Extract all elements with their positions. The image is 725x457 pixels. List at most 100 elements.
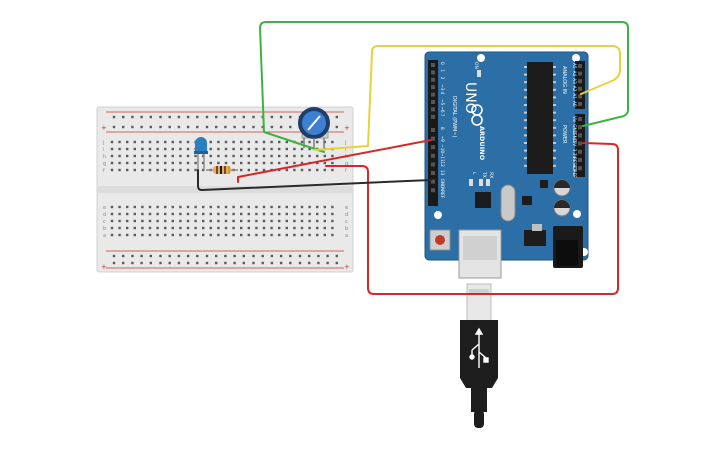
arduino-logo-icon [471,104,483,126]
row-letter: g [345,161,348,167]
digital-pin[interactable] [431,77,435,82]
breadboard-hole [240,233,243,237]
mount-hole-right [573,210,581,218]
breadboard-hole [217,233,220,237]
breadboard-hole [331,219,334,223]
analog-pin[interactable] [578,79,582,84]
rail-hole [270,125,274,129]
digital-pin[interactable] [431,63,435,67]
digital-pin[interactable] [431,70,435,75]
breadboard-hole [179,154,182,158]
resistor-band-4 [228,166,230,174]
breadboard-hole [202,161,205,165]
breadboard-hole [262,168,266,172]
digital-pin[interactable] [431,145,435,150]
digital-pin[interactable] [431,85,435,90]
digital-pin[interactable] [431,179,435,184]
wire-yellow[interactable] [313,45,621,151]
resistor[interactable] [206,166,238,174]
analog-pin[interactable] [578,102,582,106]
breadboard-hole [126,161,129,165]
breadboard-hole [262,212,266,216]
rx-led [486,179,490,186]
breadboard-hole [148,212,152,216]
analog-pin[interactable] [578,94,582,99]
digital-pin[interactable] [431,100,435,104]
digital-pin[interactable] [431,107,435,112]
digital-pin[interactable] [431,92,435,97]
digital-pin[interactable] [431,136,435,141]
breadboard-hole [133,205,136,209]
power-pin[interactable] [578,149,582,154]
breadboard-hole [247,147,250,151]
tx-led [479,179,483,186]
digital-pin[interactable] [431,153,435,158]
rail-hole [140,115,143,119]
rail-hole [122,115,125,119]
breadboard-hole [164,233,167,237]
breadboard-hole [240,140,243,144]
rail-hole [224,115,227,119]
analog-pin[interactable] [578,64,582,68]
rail-hole [215,125,218,129]
tx-led-label: TX [481,171,487,178]
digital-pin[interactable] [431,188,435,193]
breadboard-hole [300,154,304,158]
breadboard-hole [247,161,250,165]
usb-cable[interactable] [460,283,498,428]
power-pin[interactable] [578,117,582,121]
breadboard-hole [316,212,319,216]
breadboard-hole [202,226,205,230]
wire-red-5v[interactable] [325,142,619,295]
row-letter: a [103,233,106,239]
breadboard-hole [171,168,174,172]
power-pin[interactable] [578,125,582,130]
digital-pin-label: ~3 [440,84,445,91]
digital-pin[interactable] [431,128,435,132]
digital-pin[interactable] [431,171,435,175]
breadboard-hole [293,212,296,216]
chip-leg [553,126,556,129]
breadboard-hole [126,140,129,144]
rail-hole [242,254,245,258]
analog-pin[interactable] [578,86,582,91]
breadboard-hole [126,168,129,172]
digital-pin[interactable] [431,162,435,167]
wire-green[interactable] [259,21,629,153]
breadboard-hole [141,147,144,151]
breadboard-hole [285,168,288,172]
breadboard-hole [293,233,296,237]
breadboard-hole [194,205,197,209]
breadboard-hole [316,154,319,158]
breadboard-hole [110,161,114,165]
breadboard-hole [331,168,334,172]
breadboard-hole [285,161,288,165]
breadboard-hole [141,219,144,223]
rail-hole [308,261,311,265]
analog-pin[interactable] [578,71,582,76]
wire-red-a0[interactable] [237,139,432,183]
breadboard-hole [110,147,114,151]
power-pin[interactable] [578,166,582,171]
potentiometer[interactable] [298,107,330,148]
digital-pin-label: ~5 [440,99,445,106]
breadboard-hole [186,233,190,237]
digital-pin[interactable] [431,114,435,119]
breadboard-hole [110,233,114,237]
rail-hole [177,125,181,129]
atmega-chip [527,62,553,174]
power-pin[interactable] [578,141,582,146]
usb-chip [475,192,491,208]
wire-black-gnd[interactable] [197,169,432,191]
breadboard-hole [171,154,174,158]
breadboard-hole [171,140,174,144]
rail-hole [140,261,143,265]
breadboard-hole [156,168,159,172]
led[interactable] [194,137,208,170]
reset-button-cap[interactable] [435,235,445,245]
power-pin[interactable] [578,158,582,162]
power-pin[interactable] [578,133,582,138]
breadboard-hole [316,168,319,172]
analog-label: ANALOG IN [561,66,567,94]
